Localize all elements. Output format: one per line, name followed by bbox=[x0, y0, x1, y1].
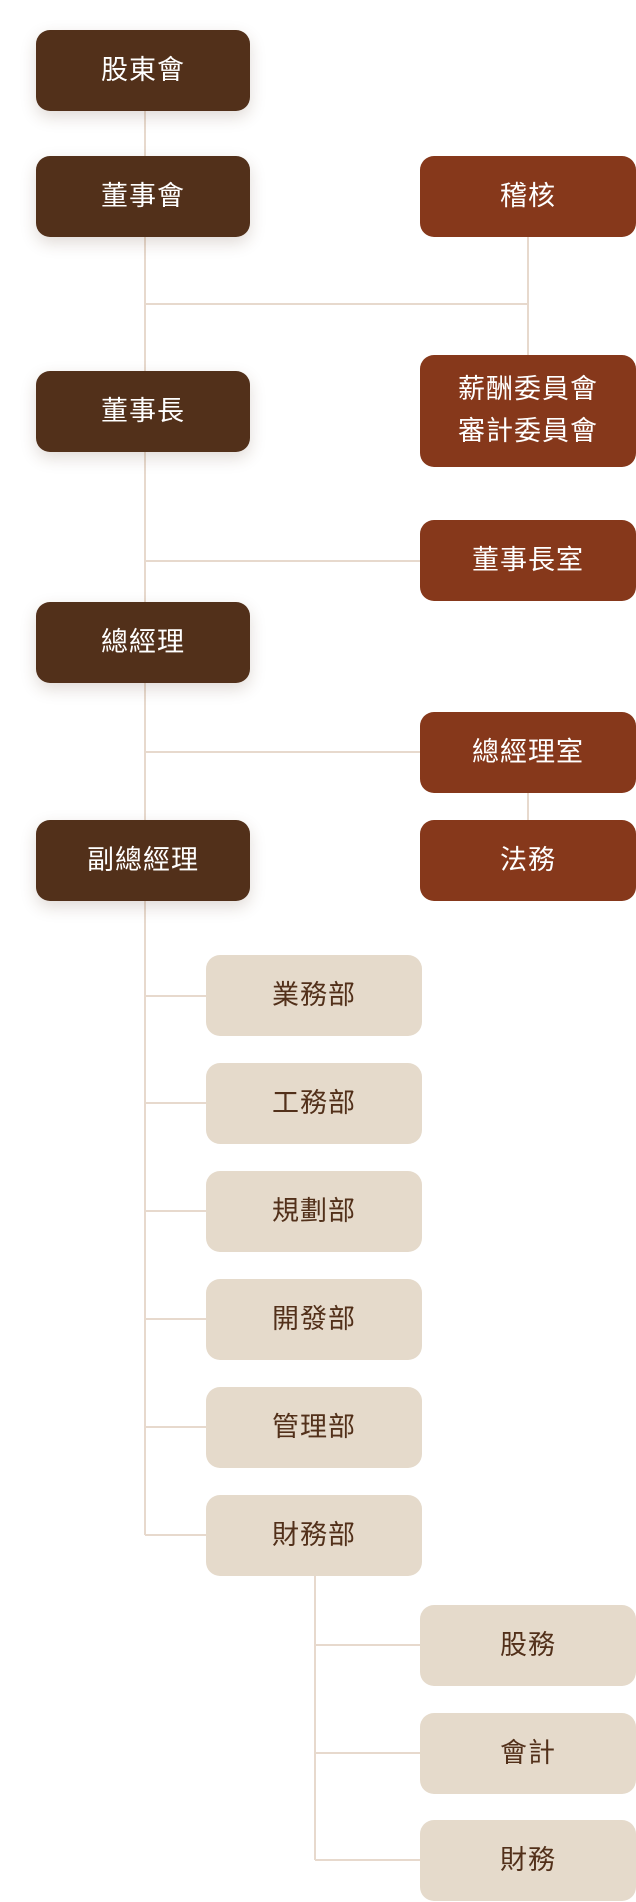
node-label: 稽核 bbox=[500, 180, 556, 212]
node-label: 股東會 bbox=[101, 54, 185, 86]
node-general-manager: 總經理 bbox=[36, 602, 250, 683]
node-label-audit-committee: 審計委員會 bbox=[458, 416, 598, 447]
node-label: 會計 bbox=[500, 1737, 556, 1769]
finance-unit-stock-affairs: 股務 bbox=[420, 1605, 636, 1686]
node-label: 業務部 bbox=[272, 979, 356, 1011]
node-label: 工務部 bbox=[272, 1087, 356, 1119]
dept-business: 業務部 bbox=[206, 955, 422, 1036]
node-shareholders: 股東會 bbox=[36, 30, 250, 111]
dept-engineering: 工務部 bbox=[206, 1063, 422, 1144]
node-label: 董事長 bbox=[101, 395, 185, 427]
dept-management: 管理部 bbox=[206, 1387, 422, 1468]
node-committees: 薪酬委員會 審計委員會 bbox=[420, 355, 636, 467]
node-label: 董事長室 bbox=[472, 544, 584, 576]
node-label-remuneration-committee: 薪酬委員會 bbox=[458, 374, 598, 406]
node-label: 股務 bbox=[500, 1629, 556, 1661]
node-label: 副總經理 bbox=[87, 844, 199, 876]
node-deputy-gm: 副總經理 bbox=[36, 820, 250, 901]
dept-development: 開發部 bbox=[206, 1279, 422, 1360]
node-label: 財務 bbox=[500, 1844, 556, 1876]
dept-planning: 規劃部 bbox=[206, 1171, 422, 1252]
node-label: 開發部 bbox=[272, 1303, 356, 1335]
node-legal: 法務 bbox=[420, 820, 636, 901]
node-label: 財務部 bbox=[272, 1519, 356, 1551]
node-board: 董事會 bbox=[36, 156, 250, 237]
node-label: 法務 bbox=[500, 844, 556, 876]
node-gm-office: 總經理室 bbox=[420, 712, 636, 793]
node-chairman-office: 董事長室 bbox=[420, 520, 636, 601]
node-label: 規劃部 bbox=[272, 1195, 356, 1227]
node-label: 總經理室 bbox=[472, 736, 584, 768]
dept-finance: 財務部 bbox=[206, 1495, 422, 1576]
node-label: 管理部 bbox=[272, 1411, 356, 1443]
node-audit: 稽核 bbox=[420, 156, 636, 237]
node-chairman: 董事長 bbox=[36, 371, 250, 452]
finance-unit-finance: 財務 bbox=[420, 1820, 636, 1901]
node-label: 總經理 bbox=[101, 626, 185, 658]
node-label: 董事會 bbox=[101, 180, 185, 212]
finance-unit-accounting: 會計 bbox=[420, 1713, 636, 1794]
